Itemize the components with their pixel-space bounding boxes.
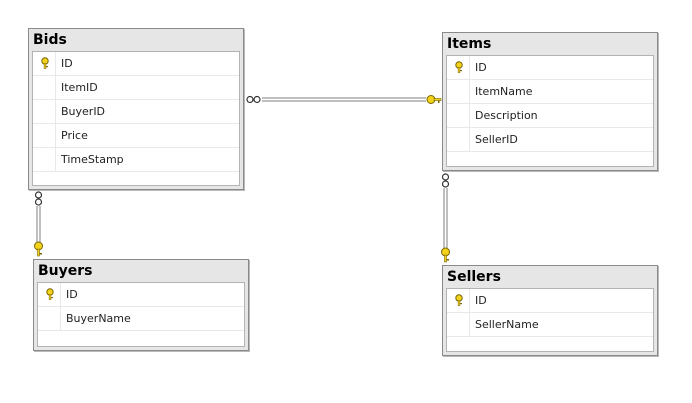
table-sellers[interactable]: Sellers ID SellerName [442, 265, 658, 356]
column-name: Price [61, 129, 88, 142]
column-name: TimeStamp [61, 153, 124, 166]
infinity-icon [34, 191, 43, 206]
column-row[interactable]: SellerName [447, 313, 653, 337]
key-icon [441, 247, 450, 263]
column-row[interactable]: ItemID [33, 76, 239, 100]
column-row[interactable]: ItemName [447, 80, 653, 104]
column-row[interactable]: Description [447, 104, 653, 128]
column-name: ID [475, 294, 487, 307]
key-icon [34, 241, 43, 257]
column-name: BuyerName [66, 312, 131, 325]
column-name: Description [475, 109, 538, 122]
column-name: SellerName [475, 318, 539, 331]
key-icon [46, 288, 54, 300]
column-row[interactable]: ID [33, 52, 239, 76]
table-title-bids: Bids [33, 32, 67, 48]
table-bids[interactable]: Bids ID ItemID BuyerID Price TimeStamp [28, 28, 244, 190]
column-grid-sellers: ID SellerName [446, 288, 654, 352]
column-row[interactable]: ID [447, 56, 653, 80]
key-icon [41, 57, 49, 69]
column-name: ID [66, 288, 78, 301]
table-title-sellers: Sellers [447, 269, 501, 285]
column-row[interactable]: SellerID [447, 128, 653, 152]
infinity-icon [441, 173, 450, 188]
key-icon [426, 95, 442, 104]
column-name: ItemName [475, 85, 533, 98]
column-grid-items: ID ItemName Description SellerID [446, 55, 654, 167]
relationship-bids-buyers[interactable] [34, 191, 43, 257]
table-buyers[interactable]: Buyers ID BuyerName [33, 259, 249, 351]
column-row[interactable]: ID [38, 283, 244, 307]
column-name: ID [475, 61, 487, 74]
column-row[interactable]: ID [447, 289, 653, 313]
relationship-items-sellers[interactable] [441, 173, 450, 263]
table-items[interactable]: Items ID ItemName Description SellerID [442, 32, 658, 171]
key-icon [455, 294, 463, 306]
column-row[interactable]: TimeStamp [33, 148, 239, 172]
column-name: ID [61, 57, 73, 70]
column-row[interactable]: BuyerName [38, 307, 244, 331]
column-grid-buyers: ID BuyerName [37, 282, 245, 347]
table-title-buyers: Buyers [38, 263, 93, 279]
table-title-items: Items [447, 36, 492, 52]
column-row[interactable]: BuyerID [33, 100, 239, 124]
column-row[interactable]: Price [33, 124, 239, 148]
column-name: BuyerID [61, 105, 106, 118]
infinity-icon [246, 95, 261, 104]
relationship-bids-items[interactable] [246, 95, 442, 104]
column-grid-bids: ID ItemID BuyerID Price TimeStamp [32, 51, 240, 186]
column-name: SellerID [475, 133, 518, 146]
key-icon [455, 61, 463, 73]
column-name: ItemID [61, 81, 98, 94]
